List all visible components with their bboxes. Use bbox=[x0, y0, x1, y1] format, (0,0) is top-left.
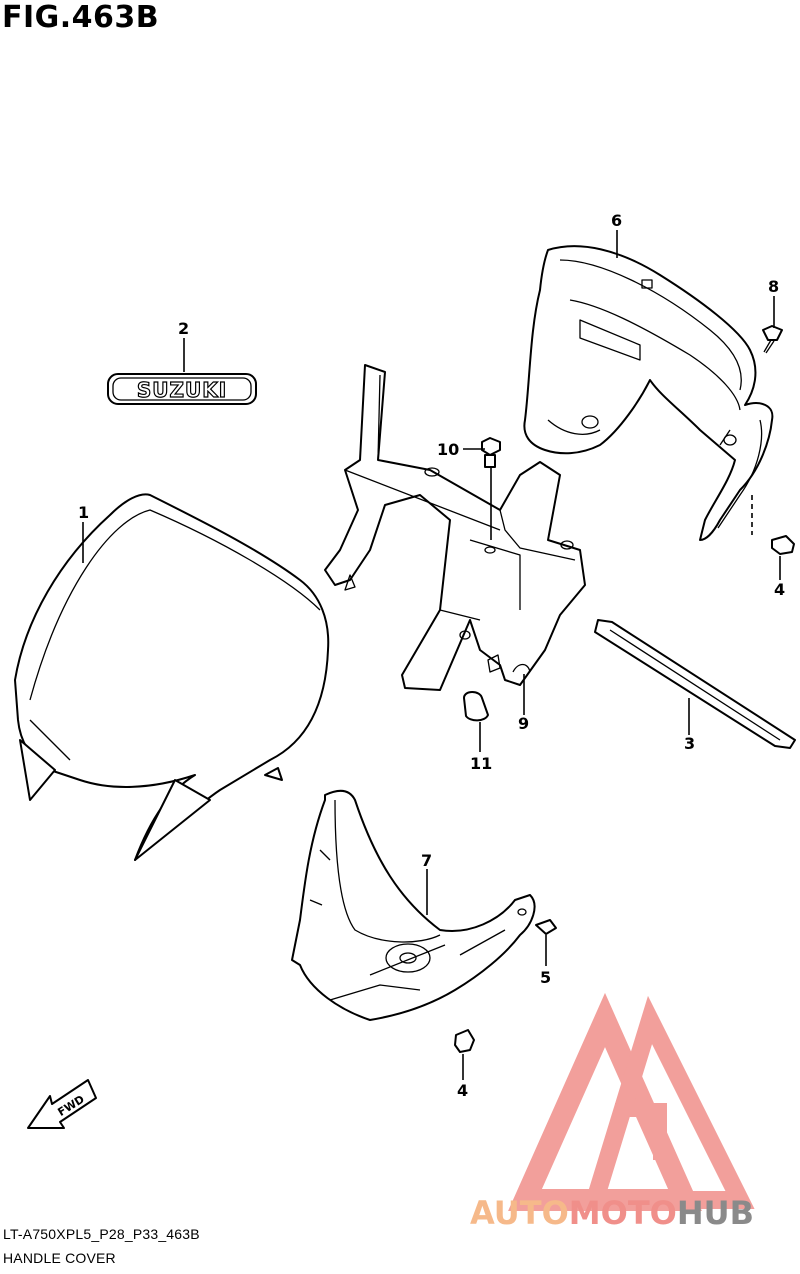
part-11-collar bbox=[463, 691, 489, 722]
watermark-logo bbox=[508, 992, 755, 1211]
part-7-lower-cover bbox=[291, 789, 536, 1021]
callout-9: 9 bbox=[518, 714, 529, 733]
part-4-clip-lower bbox=[454, 1029, 475, 1053]
emblem-text: SUZUKI bbox=[137, 378, 227, 402]
part-4-clip-upper bbox=[771, 535, 795, 555]
fwd-arrow: FWD bbox=[27, 1079, 97, 1129]
watermark-part-2: MOTO bbox=[569, 1194, 677, 1232]
callout-2: 2 bbox=[178, 319, 189, 338]
part-10-bolt bbox=[481, 437, 501, 468]
part-2-emblem: SUZUKI bbox=[107, 373, 257, 405]
callout-4-lower: 4 bbox=[457, 1081, 468, 1100]
watermark-part-3: HUB bbox=[677, 1194, 754, 1232]
callout-8: 8 bbox=[768, 277, 779, 296]
callout-5: 5 bbox=[540, 968, 551, 987]
part-1-front-cover bbox=[14, 493, 330, 861]
svg-text:AUTOMOTOHUB: AUTOMOTOHUB bbox=[470, 1194, 754, 1232]
watermark-part-1: AUTO bbox=[470, 1194, 569, 1232]
part-9-bracket bbox=[324, 364, 586, 691]
part-8-screw bbox=[762, 325, 783, 354]
callouts: 1 2 3 6 8 10 11 9 7 4 5 4 bbox=[78, 211, 785, 1100]
callout-1: 1 bbox=[78, 503, 89, 522]
figure-title: FIG.463B bbox=[2, 0, 160, 35]
footer-diagram-name: HANDLE COVER bbox=[3, 1250, 116, 1266]
callout-7: 7 bbox=[421, 851, 432, 870]
callout-10: 10 bbox=[437, 440, 459, 459]
part-5-rivet bbox=[535, 919, 557, 935]
leader-lines bbox=[82, 230, 781, 1080]
callout-4-upper: 4 bbox=[774, 580, 785, 599]
callout-3: 3 bbox=[684, 734, 695, 753]
watermark-text: AUTOMOTOHUB bbox=[470, 1194, 754, 1232]
callout-6: 6 bbox=[611, 211, 622, 230]
callout-11: 11 bbox=[470, 754, 492, 773]
footer-diagram-code: LT-A750XPL5_P28_P33_463B bbox=[3, 1226, 200, 1242]
part-3-seal-strip bbox=[594, 619, 796, 749]
part-6-handle-cover-upper bbox=[523, 245, 774, 541]
